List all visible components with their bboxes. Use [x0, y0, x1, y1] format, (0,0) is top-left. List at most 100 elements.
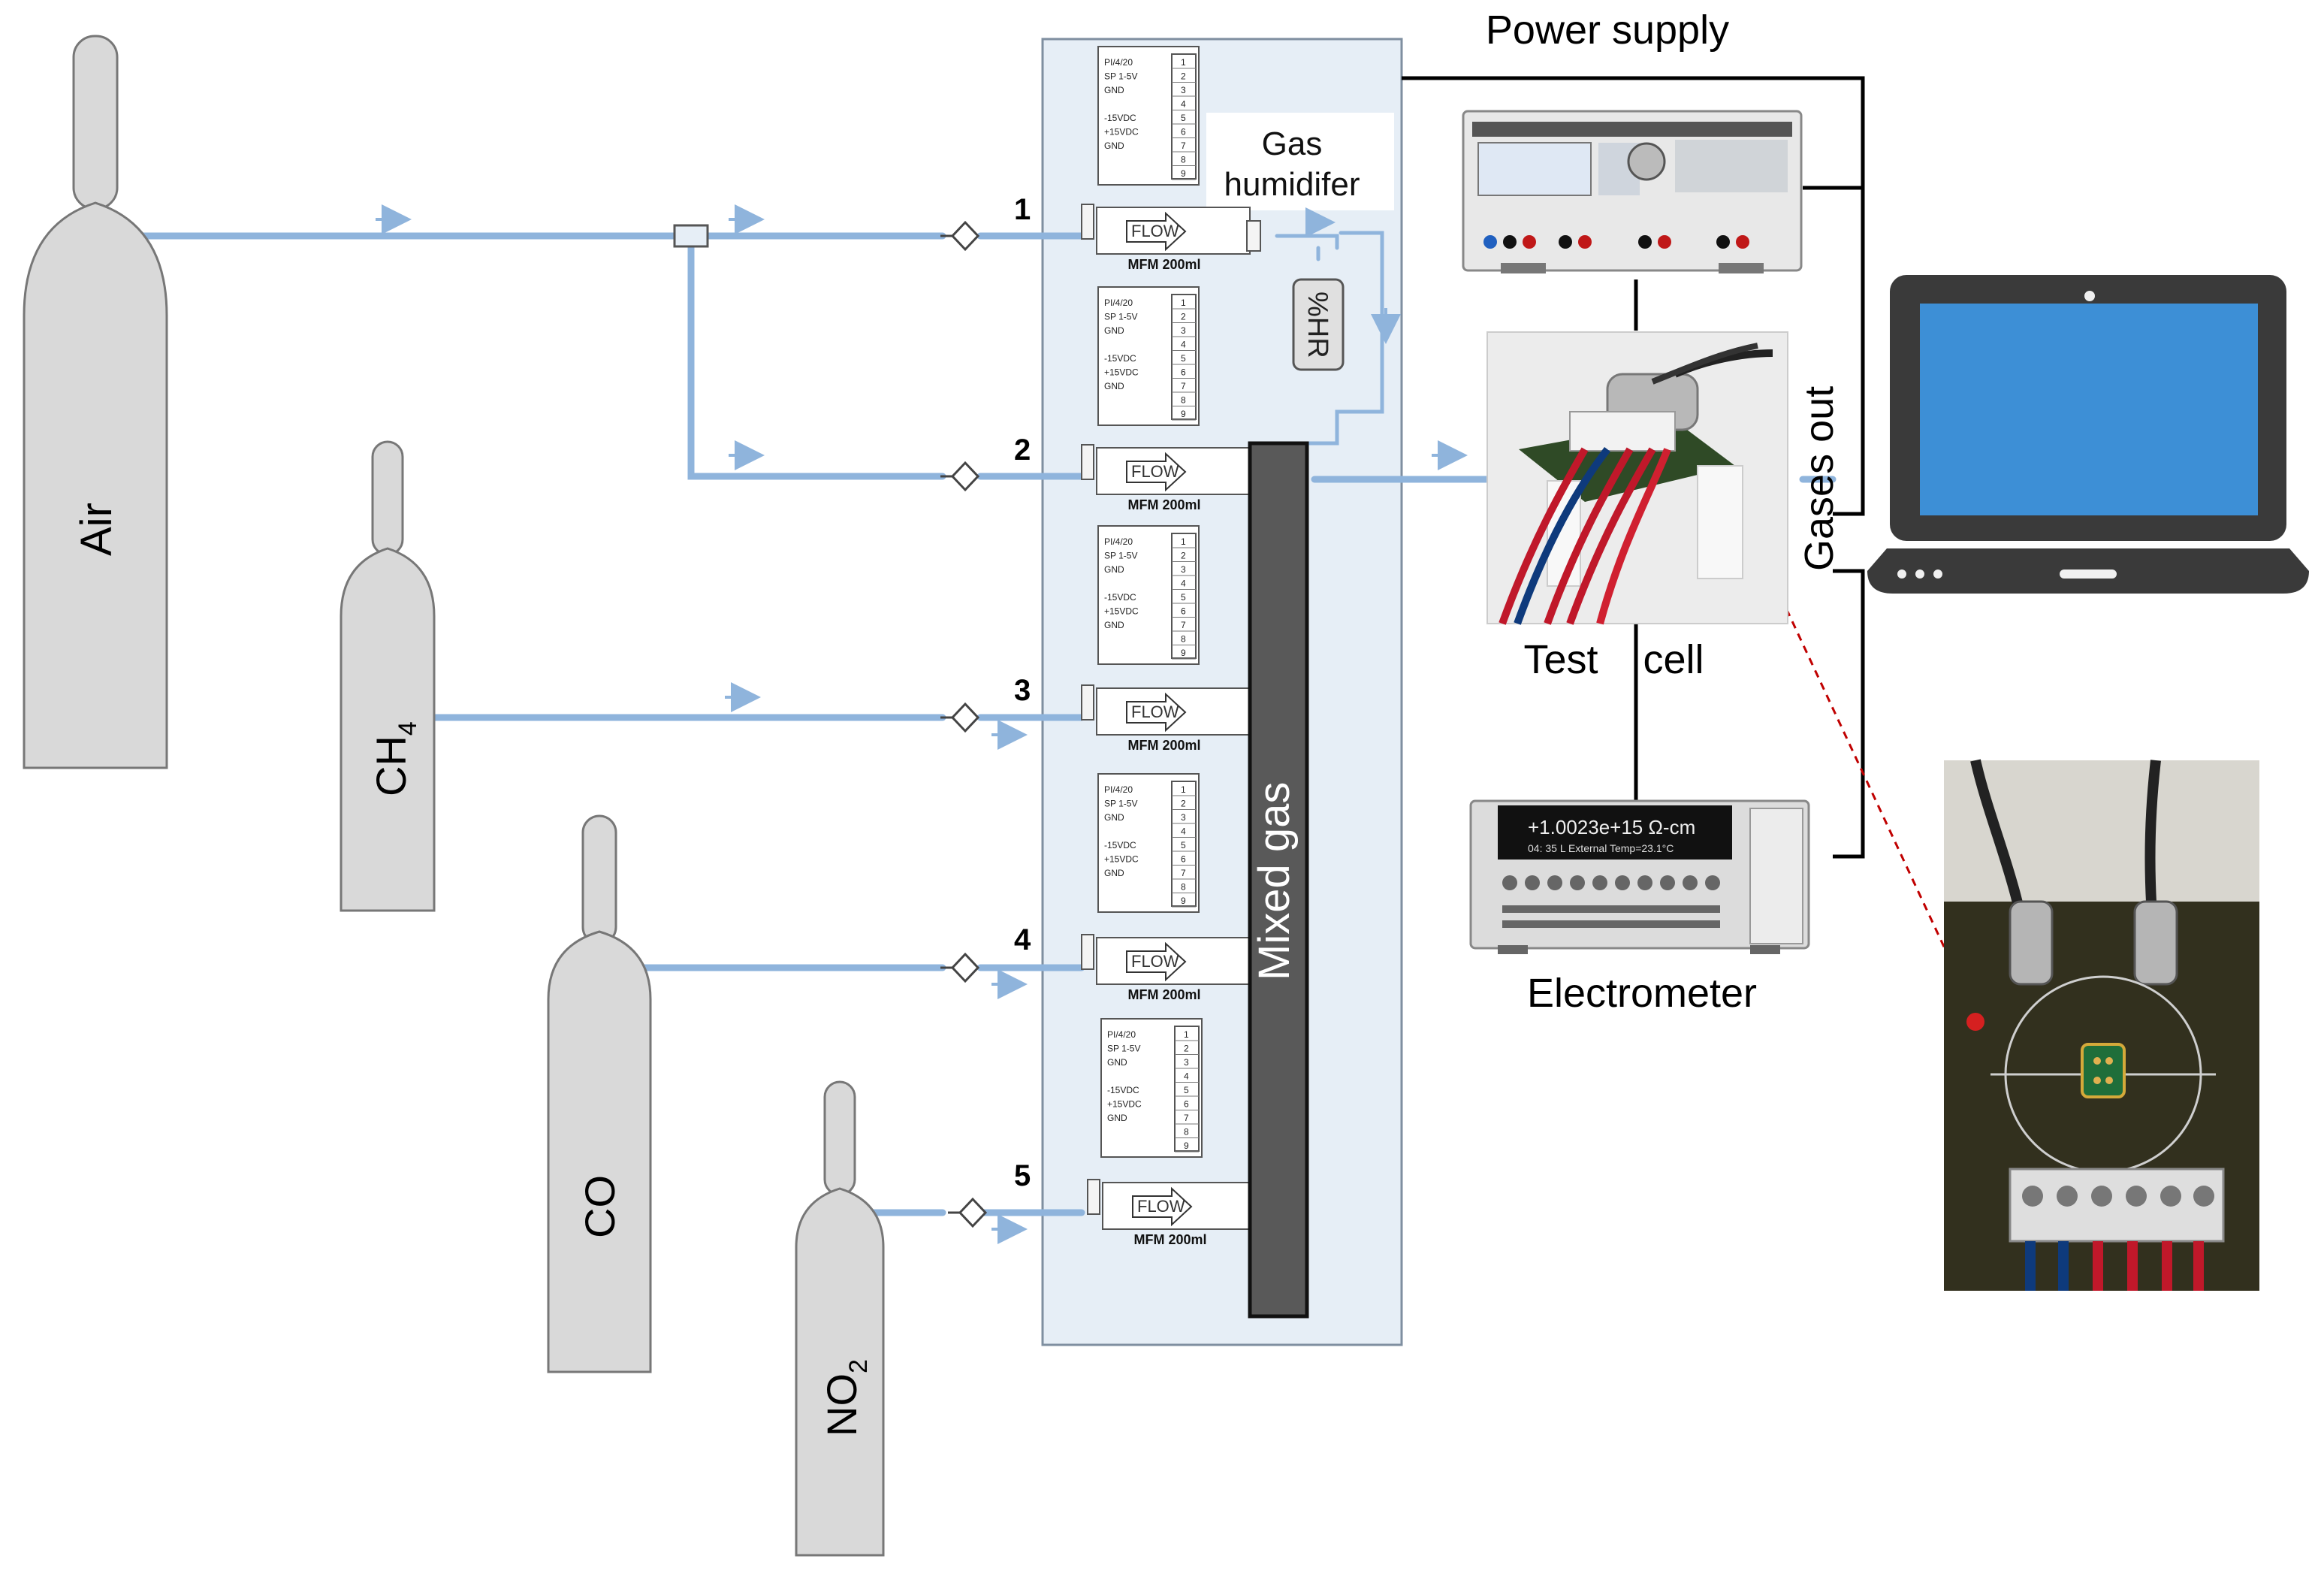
mfm-pin-number: 2 [1181, 71, 1186, 82]
humidifier-label-line1: Gas [1262, 125, 1323, 162]
mfm-pin-label: +15VDC [1107, 1099, 1142, 1110]
mfm-pin-label: SP 1-5V [1104, 799, 1137, 809]
mfm-pin-number: 7 [1181, 620, 1186, 630]
mfm-pin-label: GND [1104, 812, 1124, 823]
mfm-pin-label: -15VDC [1104, 113, 1136, 123]
electrometer-display [1498, 805, 1732, 860]
mfm-pin-label: GND [1104, 620, 1124, 630]
mfm-pin-label: SP 1-5V [1104, 312, 1137, 322]
humidifier-label-box [1206, 113, 1394, 210]
sensor-closeup-photo [1944, 759, 2259, 1291]
cylinder-label: CH [367, 736, 415, 796]
mfm-pin-number: 1 [1184, 1029, 1189, 1040]
mfm-pin-label: PI/4/20 [1104, 298, 1133, 308]
mfm-pin-number: 8 [1184, 1127, 1189, 1137]
mfm-pin-number: 7 [1181, 868, 1186, 878]
mfm-flow-label: FLOW [1137, 1197, 1185, 1216]
cylinder-label-subscript: 4 [394, 721, 422, 736]
power-supply [1462, 110, 1803, 273]
mfm-pin-label: -15VDC [1104, 353, 1136, 364]
mfm-pin-number: 6 [1181, 367, 1186, 378]
mfm-pin-number: 9 [1181, 896, 1186, 906]
mfm-pin-number: 7 [1184, 1113, 1189, 1123]
humidity-sensor-label: %HR [1302, 292, 1333, 358]
check-valve-2 [950, 461, 980, 492]
mfm-pin-label: +15VDC [1104, 854, 1139, 865]
mfm-pin-label: GND [1107, 1113, 1127, 1123]
cylinder-air: Air [23, 35, 168, 769]
gas-lines [131, 231, 1837, 1216]
power-supply-knob [1627, 142, 1666, 181]
mfm-pin-number: 8 [1181, 155, 1186, 165]
mfm-pin-number: 6 [1184, 1099, 1189, 1110]
channel-number: 4 [1014, 923, 1031, 956]
mfm-pin-number: 1 [1181, 536, 1186, 547]
mfm-model-label: MFM 200ml [1127, 257, 1200, 272]
mfm-pin-number: 3 [1181, 325, 1186, 336]
tee-junction [673, 224, 709, 248]
channel-number: 1 [1014, 193, 1031, 226]
mfm-pin-label: +15VDC [1104, 606, 1139, 617]
mfm-pin-number: 2 [1181, 312, 1186, 322]
wiring [1402, 76, 1865, 859]
channel-number: 2 [1014, 434, 1031, 467]
mfm-pin-label: -15VDC [1104, 840, 1136, 850]
mfm-pin-number: 4 [1181, 826, 1186, 837]
mfm-pin-number: 1 [1181, 57, 1186, 68]
mfm-pin-label: GND [1104, 140, 1124, 151]
cylinder-ch4: CH4 [340, 440, 436, 912]
mfm-pin-number: 9 [1181, 409, 1186, 419]
mfm-pin-label: -15VDC [1107, 1085, 1139, 1095]
electrometer-display-sub: 04: 35 L External Temp=23.1°C [1528, 842, 1674, 854]
cylinder-label-subscript: 2 [844, 1359, 873, 1373]
mfm-pin-label: -15VDC [1104, 592, 1136, 603]
test-cell-label-word1: Test [1523, 637, 1598, 682]
mfm-pin-number: 7 [1181, 140, 1186, 151]
mfm-pin-number: 4 [1181, 579, 1186, 589]
mfm-pin-number: 5 [1181, 353, 1186, 364]
check-valve-1 [950, 220, 980, 252]
mfm-pin-label: +15VDC [1104, 127, 1139, 137]
mfm-pin-label: PI/4/20 [1107, 1029, 1136, 1040]
mfm-pin-number: 6 [1181, 127, 1186, 137]
check-valve-4 [950, 952, 980, 983]
mfm-pin-number: 5 [1181, 840, 1186, 850]
mfm-pin-number: 2 [1181, 551, 1186, 561]
mfm-pin-number: 1 [1181, 784, 1186, 795]
mfm-pin-label: GND [1104, 868, 1124, 878]
test-cell-label-word2: cell [1643, 637, 1704, 682]
mfm-pin-number: 4 [1184, 1071, 1189, 1082]
mfm-flow-label: FLOW [1131, 952, 1179, 971]
mfm-pin-number: 9 [1184, 1140, 1189, 1151]
power-supply-display [1477, 142, 1592, 196]
mixed-gas-manifold [1248, 441, 1309, 1319]
cylinder-label: CO [576, 1175, 623, 1238]
cylinder-label: NO [818, 1373, 865, 1437]
flow-arrows [376, 204, 1468, 1244]
mfm-pin-label: PI/4/20 [1104, 536, 1133, 547]
mfm-pin-number: 6 [1181, 606, 1186, 617]
mfm-pin-number: 5 [1181, 113, 1186, 123]
mfm-pin-number: 8 [1181, 395, 1186, 406]
mfm-flow-label: FLOW [1131, 462, 1179, 481]
cylinder-no2: NO2 [795, 1080, 885, 1557]
mfm-pin-number: 2 [1181, 799, 1186, 809]
mfm-pin-number: 9 [1181, 168, 1186, 179]
humidity-sensor [1292, 278, 1345, 371]
mfm-pin-label: GND [1107, 1057, 1127, 1068]
mfm-pin-label: SP 1-5V [1104, 71, 1137, 82]
cylinder-co: CO [547, 814, 652, 1373]
channel-number: 3 [1014, 674, 1031, 707]
mfm-flow-label: FLOW [1131, 222, 1179, 240]
mfm-pin-number: 4 [1181, 99, 1186, 110]
check-valves [950, 220, 988, 1228]
mfm-pin-label: GND [1104, 85, 1124, 95]
mfm-pin-label: SP 1-5V [1104, 551, 1137, 561]
mfm-pin-number: 3 [1181, 564, 1186, 575]
